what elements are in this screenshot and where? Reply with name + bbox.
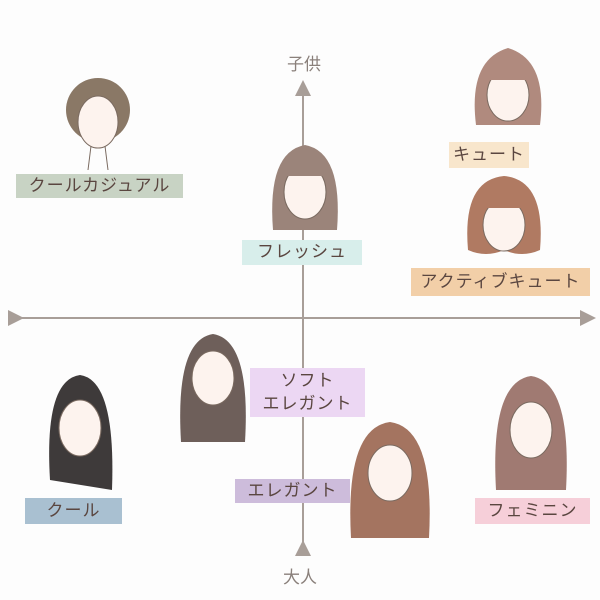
label-cool: クール	[25, 498, 122, 524]
label-fresh: フレッシュ	[242, 240, 362, 265]
label-cute: キュート	[449, 142, 529, 168]
axis-label-adult: 大人	[283, 568, 317, 588]
face-illustration-cool-casual	[66, 78, 130, 171]
label-elegant: エレガント	[235, 479, 350, 503]
face-illustration-elegant	[350, 422, 430, 538]
face-illustration-cool	[49, 375, 113, 490]
face-illustration-feminine	[495, 376, 567, 490]
face-illustration-cute	[474, 48, 542, 125]
face-illustration-active-cute	[467, 176, 541, 254]
label-cool-casual: クールカジュアル	[16, 174, 183, 198]
label-soft-elegant: ソフト エレガント	[250, 368, 365, 417]
face-illustration-fresh	[272, 145, 338, 230]
axis-label-child: 子供	[287, 55, 321, 75]
label-feminine: フェミニン	[475, 498, 590, 524]
face-illustration-soft-elegant	[180, 334, 246, 442]
label-active-cute: アクティブキュート	[411, 268, 590, 296]
